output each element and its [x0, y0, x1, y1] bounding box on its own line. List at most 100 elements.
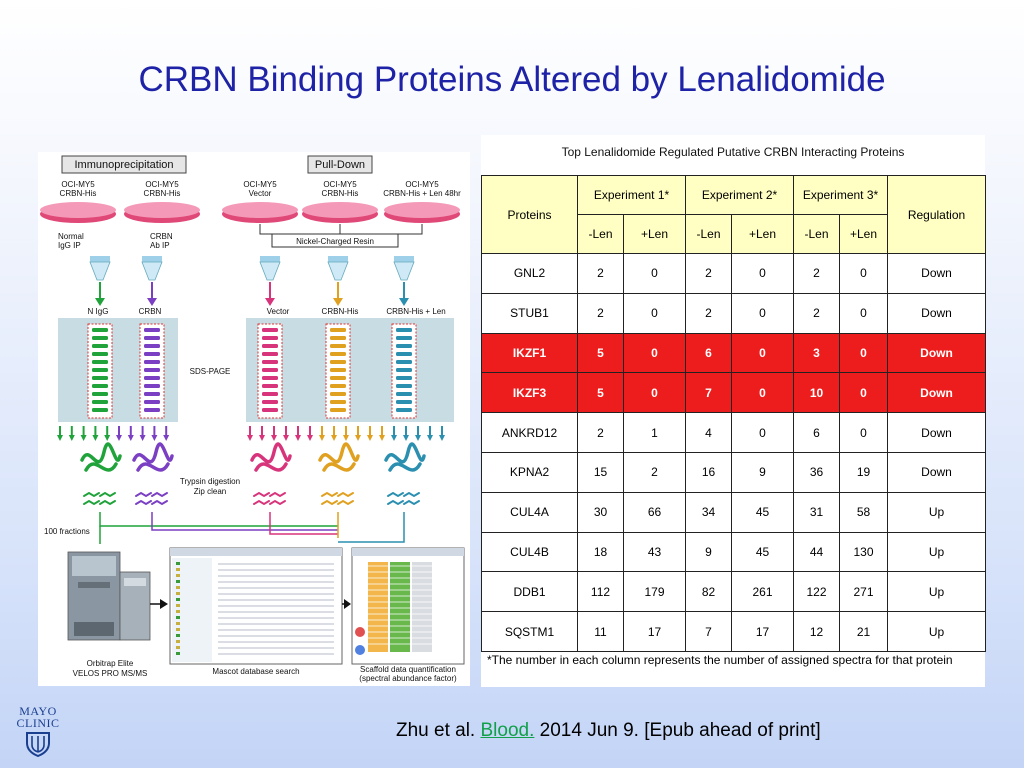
- table-footnote: *The number in each column represents th…: [487, 653, 953, 667]
- arrow-down-icon: [343, 435, 349, 441]
- gel-band: [144, 392, 160, 396]
- protein-table: Proteins Experiment 1* Experiment 2* Exp…: [481, 175, 986, 652]
- cell-value: 7: [685, 611, 732, 652]
- workflow-figure: Immunoprecipitation Pull-Down OCI-MY5 CR…: [38, 152, 470, 686]
- cell-regulation: Down: [887, 451, 986, 493]
- cell-value: 10: [793, 372, 840, 414]
- cell-value: 112: [577, 571, 624, 613]
- cell-value: 17: [731, 611, 794, 652]
- gel-band: [262, 344, 278, 348]
- mascot-row-marker: [176, 622, 180, 625]
- mascot-row-marker: [176, 634, 180, 637]
- arrow-down-icon: [127, 435, 134, 441]
- gel-band: [92, 360, 108, 364]
- gel-band: [144, 344, 160, 348]
- cell-value: 4: [685, 412, 732, 453]
- mayo-shield-icon: [26, 732, 50, 757]
- arrow-down-icon: [104, 435, 111, 441]
- tube-icon: [141, 256, 163, 281]
- peptide-icon: [337, 499, 354, 506]
- citation-journal-link[interactable]: Blood.: [480, 720, 535, 741]
- citation: Zhu et al. Blood. 2014 Jun 9. [Epub ahea…: [396, 720, 821, 742]
- cell-line-2b: CRBN-His: [144, 189, 181, 198]
- arrow-down-icon: [307, 435, 313, 441]
- protein-coils: [80, 442, 426, 472]
- cell-value: 17: [623, 611, 686, 652]
- cell-value: 0: [839, 372, 888, 414]
- sub-header-plus-len: +Len: [731, 214, 794, 254]
- cell-value: 0: [731, 412, 794, 453]
- peptide-icon: [151, 491, 168, 498]
- cell-value: 15: [577, 451, 624, 493]
- fraction-lines: [99, 512, 405, 544]
- gel-band: [262, 376, 278, 380]
- digestion-label-2: Zip clean: [194, 487, 226, 496]
- gel-band: [330, 376, 346, 380]
- lane-label-crbn-his-len: CRBN-His + Len: [386, 307, 445, 316]
- logo-text-line1: MAYO: [19, 704, 57, 718]
- cell-value: 0: [623, 372, 686, 414]
- mass-spec-instrument: [67, 551, 151, 641]
- protein-coil-icon: [80, 442, 122, 472]
- mascot-row-marker: [176, 640, 180, 643]
- peptide-icon: [253, 499, 270, 506]
- cell-value: 2: [577, 412, 624, 453]
- gel-band: [144, 360, 160, 364]
- mascot-row-marker: [176, 580, 180, 583]
- gel-lanes: [87, 323, 417, 419]
- cell-value: 179: [623, 571, 686, 613]
- ip-label-2a: CRBN: [150, 232, 173, 241]
- cell-regulation: Down: [887, 292, 986, 334]
- gel-band: [396, 368, 412, 372]
- cell-line-5b: CRBN-His + Len 48hr: [383, 189, 461, 198]
- mascot-row-marker: [176, 652, 180, 655]
- gel-band: [396, 408, 412, 412]
- gel-band: [262, 408, 278, 412]
- gel-band: [144, 328, 160, 332]
- workflow-diagram: Immunoprecipitation Pull-Down OCI-MY5 CR…: [40, 155, 465, 683]
- cell-line-2a: OCI-MY5: [145, 180, 179, 189]
- tube-icon: [89, 256, 111, 281]
- chart-dot-icon: [355, 645, 365, 655]
- mascot-row-marker: [176, 646, 180, 649]
- cell-value: 6: [793, 412, 840, 453]
- fractions-label: 100 fractions: [44, 527, 90, 536]
- arrow-right-icon: [160, 599, 168, 609]
- cell-line-4a: OCI-MY5: [323, 180, 357, 189]
- mascot-row-marker: [176, 628, 180, 631]
- petri-dish-icon: [222, 202, 298, 223]
- cell-value: 21: [839, 611, 888, 652]
- gel-band: [144, 384, 160, 388]
- col-header-regulation: Regulation: [887, 175, 986, 254]
- cell-value: 0: [731, 332, 794, 374]
- pulldown-header: Pull-Down: [307, 155, 373, 174]
- sub-header-plus-len: +Len: [623, 214, 686, 254]
- peptide-icon: [269, 491, 286, 498]
- cell-protein: DDB1: [481, 571, 578, 613]
- protein-coil-icon: [384, 442, 426, 472]
- mascot-row-marker: [176, 568, 180, 571]
- petri-dish-icon: [124, 202, 200, 223]
- cell-line-4b: CRBN-His: [322, 189, 359, 198]
- cell-value: 34: [685, 491, 732, 533]
- gel-band: [330, 352, 346, 356]
- cell-protein: ANKRD12: [481, 412, 578, 453]
- gel-band: [330, 384, 346, 388]
- cell-value: 271: [839, 571, 888, 613]
- col-header-experiment-3: Experiment 3*: [793, 175, 888, 215]
- table-panel: Top Lenalidomide Regulated Putative CRBN…: [481, 135, 986, 687]
- arrow-down-icon: [331, 435, 337, 441]
- cell-line-5a: OCI-MY5: [405, 180, 439, 189]
- ip-header-label: Immunoprecipitation: [74, 159, 173, 171]
- arrow-down-icon: [151, 435, 158, 441]
- gel-band: [330, 368, 346, 372]
- petri-dish-icon: [302, 202, 378, 223]
- gel-band: [396, 352, 412, 356]
- cell-value: 0: [731, 253, 794, 294]
- cell-value: 0: [839, 253, 888, 294]
- cell-regulation: Down: [887, 332, 986, 374]
- pulldown-header-label: Pull-Down: [315, 159, 365, 171]
- sub-header-plus-len: +Len: [839, 214, 888, 254]
- citation-authors: Zhu et al.: [396, 720, 476, 741]
